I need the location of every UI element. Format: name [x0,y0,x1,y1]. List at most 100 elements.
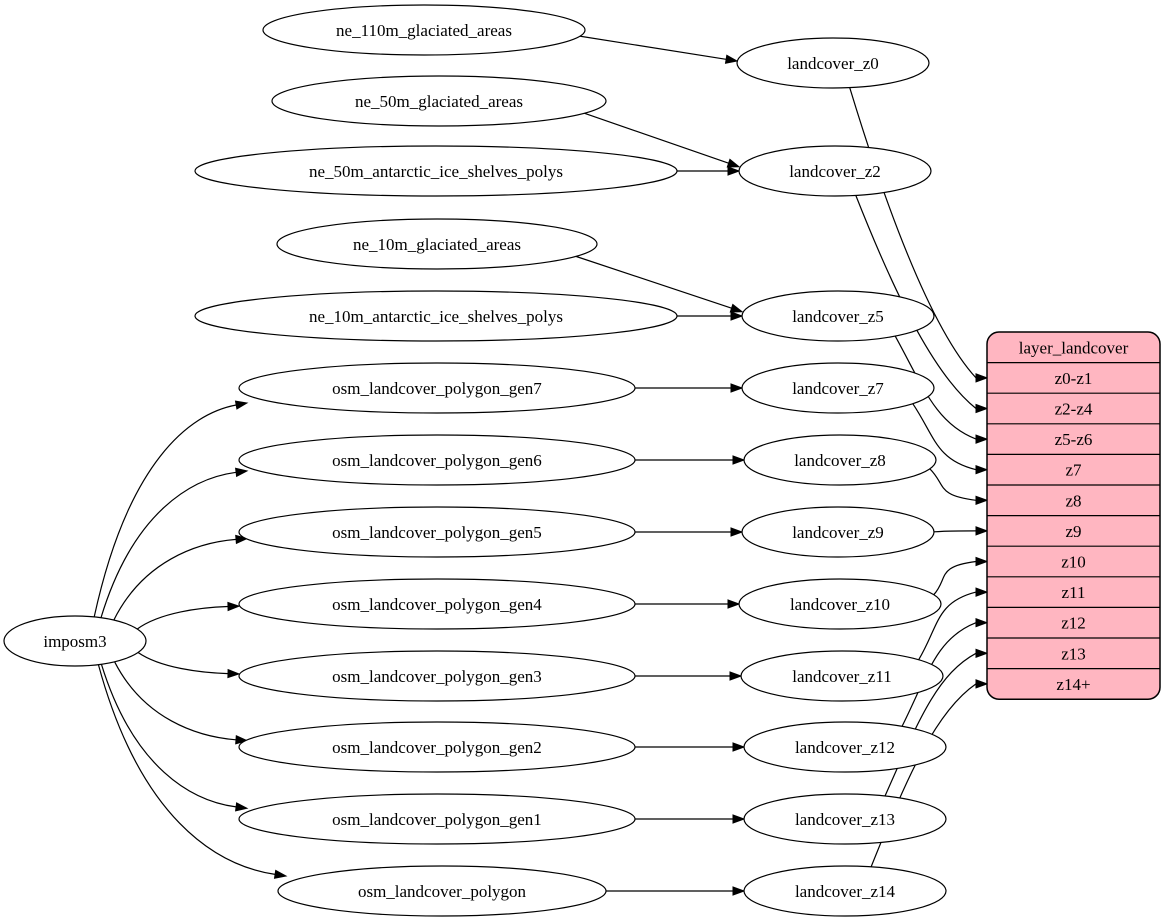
node-label: ne_10m_antarctic_ice_shelves_polys [309,307,563,326]
arrowhead-icon [732,814,746,824]
node-label: imposm3 [43,632,106,651]
node-osm_landcover_polygon_gen6: osm_landcover_polygon_gen6 [238,434,636,486]
node-label: osm_landcover_polygon_gen2 [332,738,542,757]
node-label: landcover_z2 [789,162,881,181]
edge-imposm3->osm_landcover_polygon_gen4 [136,601,241,630]
node-ne_110m_glaciated_areas: ne_110m_glaciated_areas [262,4,586,56]
node-landcover_z14: landcover_z14 [743,865,947,917]
edge-line [575,255,732,309]
arrowhead-icon [727,599,741,609]
node-ellipse [238,578,636,630]
node-landcover_z2: landcover_z2 [738,145,932,197]
edge-line [136,605,229,630]
record-row-z10: z10 [1061,552,1086,571]
arrowhead-icon [235,534,249,545]
arrowhead-icon [975,495,989,506]
node-ellipse [738,578,942,630]
node-ellipse [262,4,586,56]
arrowhead-icon [975,679,989,689]
node-ellipse [238,793,636,845]
node-ellipse [276,218,598,270]
arrowhead-icon [975,464,989,475]
node-label: osm_landcover_polygon_gen6 [332,451,542,470]
arrowhead-icon [729,303,744,313]
edge-osm_landcover_polygon_gen6->landcover_z8 [634,455,746,465]
edge-line [849,87,977,379]
node-landcover_z13: landcover_z13 [743,793,947,845]
node-ellipse [741,362,935,414]
node-osm_landcover_polygon_gen1: osm_landcover_polygon_gen1 [238,793,636,845]
arrowhead-icon [732,742,746,752]
node-label: landcover_z12 [795,738,895,757]
node-label: landcover_z5 [792,307,884,326]
edge-landcover_z11->z11 [918,587,989,661]
record-row-z14+: z14+ [1056,675,1090,694]
node-osm_landcover_polygon_gen2: osm_landcover_polygon_gen2 [238,721,636,773]
arrowhead-icon [227,601,241,612]
node-landcover_z11: landcover_z11 [740,650,944,702]
edge-line [113,538,237,621]
edge-imposm3->osm_landcover_polygon_gen2 [114,661,249,745]
node-osm_landcover_polygon_gen4: osm_landcover_polygon_gen4 [238,578,636,630]
edge-imposm3->osm_landcover_polygon_gen7 [93,400,249,618]
node-ellipse [3,615,147,667]
record-row-z9: z9 [1065,522,1081,541]
edge-osm_landcover_polygon_gen5->landcover_z9 [635,527,744,537]
edge-landcover_z5->z5-z6 [894,335,989,444]
edge-landcover_z7->z7 [912,403,989,475]
arrowhead-icon [975,587,989,597]
node-landcover_z5: landcover_z5 [741,290,935,342]
record-row-z13: z13 [1061,644,1086,663]
node-ellipse [194,290,678,342]
node-ellipse [238,650,636,702]
node-label: landcover_z8 [794,451,886,470]
node-ellipse [743,865,947,917]
node-label: ne_50m_antarctic_ice_shelves_polys [309,162,563,181]
edge-line [933,530,977,533]
edge-line [918,591,977,661]
edge-line [884,652,977,797]
edge-osm_landcover_polygon_gen1->landcover_z13 [634,814,746,824]
node-landcover_z7: landcover_z7 [741,362,935,414]
edge-layer [93,35,989,896]
node-label: landcover_z0 [787,54,879,73]
node-label: osm_landcover_polygon_gen1 [332,810,542,829]
node-label: osm_landcover_polygon_gen7 [332,379,542,398]
arrowhead-icon [730,383,744,393]
edge-line [97,664,276,875]
record-row-z2-z4: z2-z4 [1055,399,1093,418]
node-label: landcover_z11 [792,667,891,686]
node-ellipse [743,434,937,486]
node-osm_landcover_polygon_gen3: osm_landcover_polygon_gen3 [238,650,636,702]
edge-imposm3->osm_landcover_polygon_gen6 [100,467,249,618]
edge-osm_landcover_polygon_gen7->landcover_z7 [634,383,744,393]
arrowhead-icon [730,311,744,321]
record-row-z7: z7 [1065,461,1082,480]
edge-osm_landcover_polygon_gen3->landcover_z11 [634,671,743,681]
record-row-z11: z11 [1062,583,1086,602]
node-label: landcover_z14 [795,882,896,901]
edge-line [901,622,977,727]
edge-line [894,335,977,440]
edge-line [137,652,229,675]
arrowhead-icon [727,166,741,176]
edge-osm_landcover_polygon_gen2->landcover_z12 [634,742,746,752]
node-ellipse [740,650,944,702]
node-layer: imposm3ne_110m_glaciated_areasne_50m_gla… [3,4,1161,917]
edge-line [114,661,237,741]
node-osm_landcover_polygon_gen5: osm_landcover_polygon_gen5 [238,506,636,558]
edge-landcover_z10->z10 [933,556,989,596]
edge-ne_50m_antarctic_ice_shelves_polys->landcover_z2 [676,166,741,176]
arrowhead-icon [227,668,241,679]
arrowhead-icon [234,400,249,410]
edge-imposm3->osm_landcover_polygon_gen5 [113,534,249,621]
edge-ne_10m_glaciated_areas->landcover_z5 [575,255,744,313]
arrowhead-icon [975,403,989,414]
record-row-z5-z6: z5-z6 [1055,430,1093,449]
node-ellipse [238,721,636,773]
node-ellipse [194,145,678,197]
edge-ne_50m_glaciated_areas->landcover_z2 [584,112,741,168]
edge-landcover_z13->z13 [884,648,989,797]
node-ellipse [238,362,636,414]
